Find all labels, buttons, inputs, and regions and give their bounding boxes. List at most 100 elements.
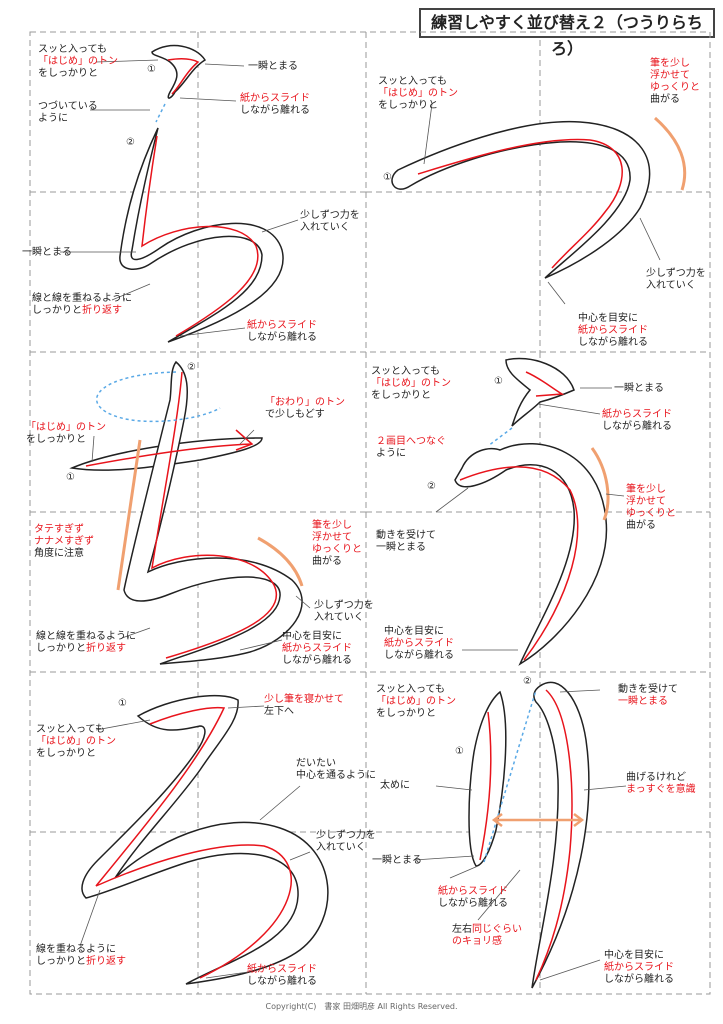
note-line: 「はじめ」のトン — [36, 736, 116, 747]
note-pressure: 少しずつ力を 入れていく — [314, 600, 374, 624]
note-text: しっかりと — [32, 305, 82, 316]
note-pressure: 少しずつ力を 入れていく — [646, 268, 706, 292]
note-line: 一瞬とまる — [618, 696, 668, 707]
note-slide-2: 中心を目安に 紙からスライド しながら離れる — [384, 626, 454, 662]
note-line: 紙からスライド — [247, 964, 317, 975]
note-line: ように — [376, 448, 406, 459]
note-line: しながら離れる — [282, 655, 352, 666]
stroke-number-1: ① — [455, 746, 464, 757]
stroke-number-2: ② — [427, 481, 436, 492]
note-line: 紙からスライド — [384, 638, 454, 649]
note-slide-2: 紙からスライド しながら離れる — [247, 320, 317, 344]
note-line: 「はじめ」のトン — [26, 422, 106, 433]
note-line: 曲がる — [626, 520, 656, 531]
note-line: をしっかりと — [371, 390, 431, 401]
stroke-number-2: ② — [126, 137, 135, 148]
note-line: 紙からスライド — [240, 93, 310, 104]
note-line: しながら離れる — [578, 337, 648, 348]
note-line: 少しずつ力を — [646, 268, 706, 279]
note-line: 線と線を重ねるように — [32, 293, 132, 304]
note-line: 入れていく — [314, 612, 364, 623]
note-angle: タテすぎず ナナメすぎず 角度に注意 — [34, 524, 94, 560]
char-ro-strokes — [79, 694, 329, 985]
note-line: 中心を通るように — [296, 770, 376, 781]
note-slide: 中心を目安に 紙からスライド しながら離れる — [578, 313, 648, 349]
note-line: 筆を少し — [626, 484, 666, 495]
note-line: 角度に注意 — [34, 548, 84, 559]
note-line: スッと入っても — [378, 76, 447, 87]
char-ra-strokes — [60, 44, 299, 343]
note-text: 折り返す — [82, 305, 122, 316]
note-straight: 曲げるけれど まっすぐを意識 — [626, 772, 696, 796]
note-line: 「はじめ」のトン — [378, 88, 458, 99]
note-line: 「はじめ」のトン — [371, 378, 451, 389]
note-line: 入れていく — [316, 842, 366, 853]
char-chi-strokes — [69, 360, 311, 665]
note-line: ゆっくりと — [312, 544, 362, 555]
note-entry: スッと入っても 「はじめ」のトン をしっかりと — [371, 366, 451, 402]
ro-stroke-1 — [81, 694, 329, 985]
note-slide: 紙からスライド しながら離れる — [602, 409, 672, 433]
ra-stroke-1 — [151, 44, 207, 99]
note-line: 紙からスライド — [578, 325, 648, 336]
note-line: 浮かせて — [312, 532, 352, 543]
page-title: 練習しやすく並び替え２（つうりらちろ） — [419, 8, 715, 58]
note-line: 紙からスライド — [282, 643, 352, 654]
note-text: 同じぐらい — [472, 924, 522, 935]
note-line: しながら離れる — [247, 332, 317, 343]
note-line: しっかりと折り返す — [36, 643, 136, 655]
stroke-number-2: ② — [187, 362, 196, 373]
note-line: 紙からスライド — [438, 886, 508, 897]
note-thick: 太めに — [380, 780, 410, 791]
note-entry: 「はじめ」のトン をしっかりと — [26, 422, 106, 446]
note-fold: 線と線を重ねるように しっかりと折り返す — [36, 631, 136, 655]
note-line: で少しもどす — [265, 409, 325, 420]
note-pressure: 少しずつ力を 入れていく — [300, 210, 360, 234]
note-text: しっかりと — [36, 643, 86, 654]
note-line: 浮かせて — [626, 496, 666, 507]
note-line: 少しずつ力を — [314, 600, 374, 611]
tsu-stroke-1 — [391, 120, 651, 279]
note-connect: ２画目へつなぐ ように — [376, 436, 446, 460]
ra-stroke-2 — [119, 127, 284, 343]
note-line: 線を重ねるように — [36, 944, 116, 955]
note-fold: 線と線を重ねるように しっかりと折り返す — [32, 293, 132, 317]
note-line: 曲げるけれど — [626, 772, 686, 783]
note-stop-2: 一瞬とまる — [372, 855, 422, 866]
note-line: スッと入っても — [376, 684, 445, 695]
note-line: 動きを受けて — [618, 684, 678, 695]
note-line: だいたい — [296, 758, 336, 769]
note-line: 一瞬とまる — [376, 542, 426, 553]
note-line: 筆を少し — [650, 58, 690, 69]
note-entry: スッと入っても 「はじめ」のトン をしっかりと — [376, 684, 456, 720]
note-line: しながら離れる — [438, 898, 508, 909]
note-slide: 中心を目安に 紙からスライド しながら離れる — [282, 631, 352, 667]
note-line: をしっかりと — [26, 434, 86, 445]
char-ri-strokes — [413, 681, 627, 989]
note-center: だいたい 中心を通るように — [296, 758, 376, 782]
u-stroke-2 — [454, 443, 608, 666]
note-line: のキョリ感 — [452, 936, 502, 947]
note-distance: 左右同じぐらい のキョリ感 — [452, 924, 522, 948]
note-line: まっすぐを意識 — [626, 784, 696, 795]
note-stop: 動きを受けて 一瞬とまる — [618, 684, 678, 708]
note-tilt: 少し筆を寝かせて 左下へ — [264, 694, 344, 718]
note-continue: つづいている ように — [38, 101, 98, 125]
note-line: 左右同じぐらい — [452, 924, 522, 936]
note-stop-2: 動きを受けて 一瞬とまる — [376, 530, 436, 554]
stroke-number-2: ② — [523, 676, 532, 687]
note-line: 入れていく — [300, 222, 350, 233]
note-line: 「はじめ」のトン — [376, 696, 456, 707]
note-line: 「おわり」のトン — [265, 397, 345, 408]
note-line: 左下へ — [264, 706, 294, 717]
note-pressure: 少しずつ力を 入れていく — [316, 830, 376, 854]
note-line: 少し筆を寝かせて — [264, 694, 344, 705]
stroke-number-1: ① — [66, 472, 75, 483]
note-line: つづいている — [38, 101, 98, 112]
stroke-number-1: ① — [383, 172, 392, 183]
ri-stroke-2 — [531, 681, 590, 989]
note-line: ゆっくりと — [626, 508, 676, 519]
note-line: 曲がる — [650, 94, 680, 105]
note-slide-2: 中心を目安に 紙からスライド しながら離れる — [604, 950, 674, 986]
